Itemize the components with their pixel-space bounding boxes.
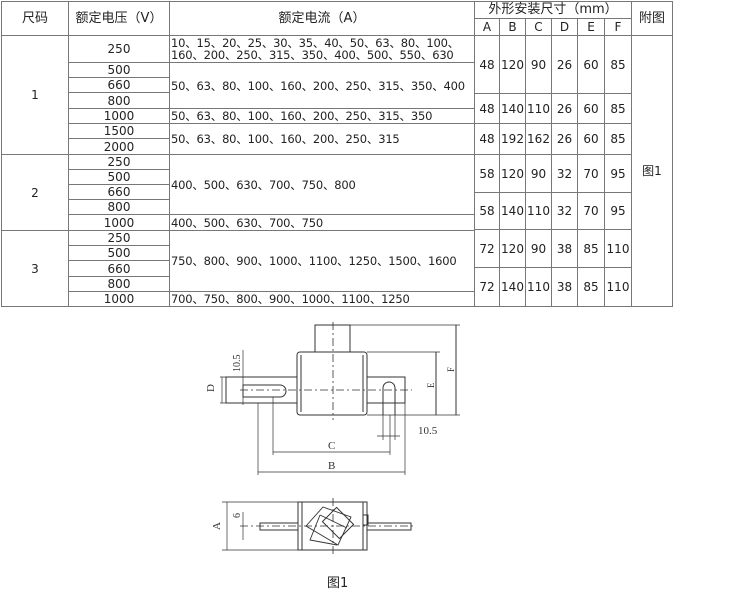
dim-cell: 120 (499, 154, 526, 193)
current-cell: 50、63、80、100、160、200、250、315、350 (169, 108, 475, 124)
top-view: D 10.5 10.5 C B E F (205, 322, 460, 475)
voltage-cell: 1000 (68, 214, 170, 231)
dim-cell: 58 (474, 192, 500, 230)
dim-cell: 60 (577, 93, 605, 124)
header-figure: 附图 (631, 1, 673, 36)
dim-cell: 192 (499, 123, 526, 155)
dim-slot-right-label: 10.5 (418, 425, 438, 437)
right-slot (382, 381, 396, 415)
left-blade (225, 376, 297, 404)
figure-caption: 图1 (327, 576, 349, 591)
voltage-cell: 1000 (68, 108, 170, 124)
size-cell: 2 (1, 154, 69, 231)
current-cell: 400、500、630、700、750、800 (169, 154, 475, 215)
dim-d-label: D (205, 384, 217, 392)
dim-cell: 120 (499, 229, 526, 268)
dim-cell: 90 (525, 154, 552, 193)
current-cell: 700、750、800、900、1000、1100、1250 (169, 291, 475, 307)
dim-cell: 110 (604, 267, 632, 307)
dim-cell: 140 (499, 267, 526, 307)
fuse-body (296, 351, 368, 416)
dim-cell: 70 (577, 192, 605, 230)
dim-cell: 58 (474, 154, 500, 193)
voltage-cell: 250 (68, 35, 170, 63)
dim-cell: 85 (604, 35, 632, 94)
voltage-cell: 660 (68, 77, 170, 93)
figure-ref-cell: 图1 (631, 35, 673, 307)
size-cell: 3 (1, 230, 69, 307)
header-current: 额定电流（A） (169, 1, 475, 36)
dim-e-label: E (426, 382, 436, 388)
dim-c-label: C (328, 440, 335, 452)
top-tab (314, 324, 351, 353)
dim-b-label: B (328, 460, 335, 472)
dim-a-label: A (211, 522, 223, 530)
dim-cell: 110 (525, 192, 552, 230)
dim-cell: 110 (525, 267, 552, 307)
side-view: A 6 (211, 498, 415, 555)
voltage-cell: 800 (68, 92, 170, 109)
left-slot (242, 384, 287, 398)
dim-cell: 38 (551, 267, 578, 307)
header-size: 尺码 (1, 1, 69, 36)
dim-f-label: F (446, 367, 456, 372)
dim-cell: 70 (577, 154, 605, 193)
dim-cell: 85 (604, 123, 632, 155)
dim-slot-left-label: 10.5 (232, 355, 243, 373)
dim-cell: 26 (551, 35, 578, 94)
dim-cell: 85 (604, 93, 632, 124)
current-cell: 50、63、80、100、160、200、250、315、350、400 (169, 62, 475, 109)
dim-cell: 90 (525, 229, 552, 268)
dim-cell: 120 (499, 35, 526, 94)
dim-6-label: 6 (232, 513, 243, 518)
